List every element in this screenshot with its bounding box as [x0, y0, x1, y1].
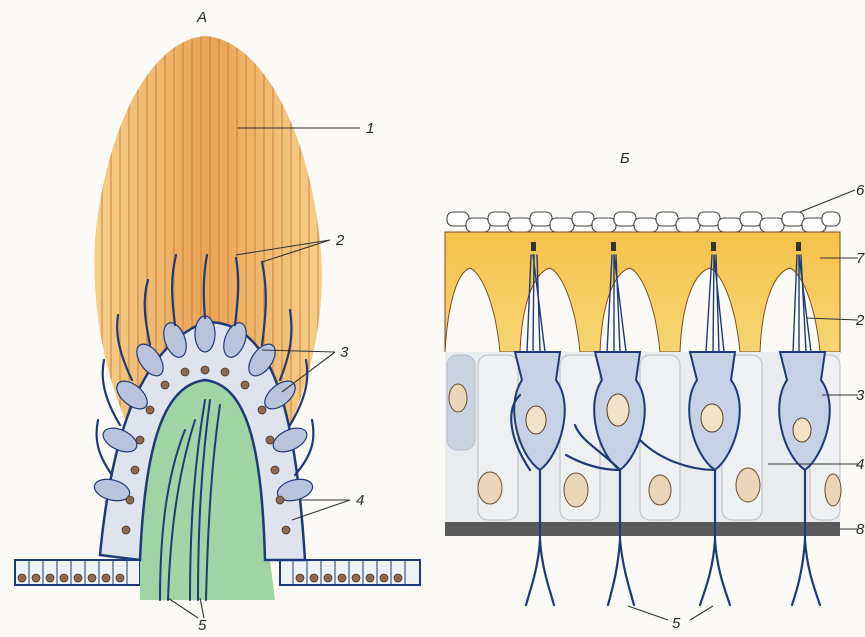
label-a-1: 1 — [366, 120, 374, 137]
otoliths — [447, 212, 840, 232]
panel-a-letter: А — [196, 9, 207, 26]
label-a-5: 5 — [198, 617, 207, 634]
label-b-2: 2 — [855, 312, 865, 329]
label-b-7: 7 — [856, 250, 865, 267]
label-b-4: 4 — [856, 456, 864, 473]
label-b-5: 5 — [672, 615, 681, 632]
panel-b: Б — [445, 150, 865, 632]
label-a-4: 4 — [356, 492, 364, 509]
panel-a: А — [15, 9, 420, 634]
label-a-3: 3 — [340, 344, 349, 361]
basal-membrane — [445, 522, 840, 536]
otolithic-membrane — [445, 232, 840, 352]
label-b-8: 8 — [856, 521, 865, 538]
label-b-6: 6 — [856, 182, 865, 199]
label-a-2: 2 — [335, 232, 345, 249]
label-b-3: 3 — [856, 387, 865, 404]
panel-b-letter: Б — [620, 150, 630, 167]
